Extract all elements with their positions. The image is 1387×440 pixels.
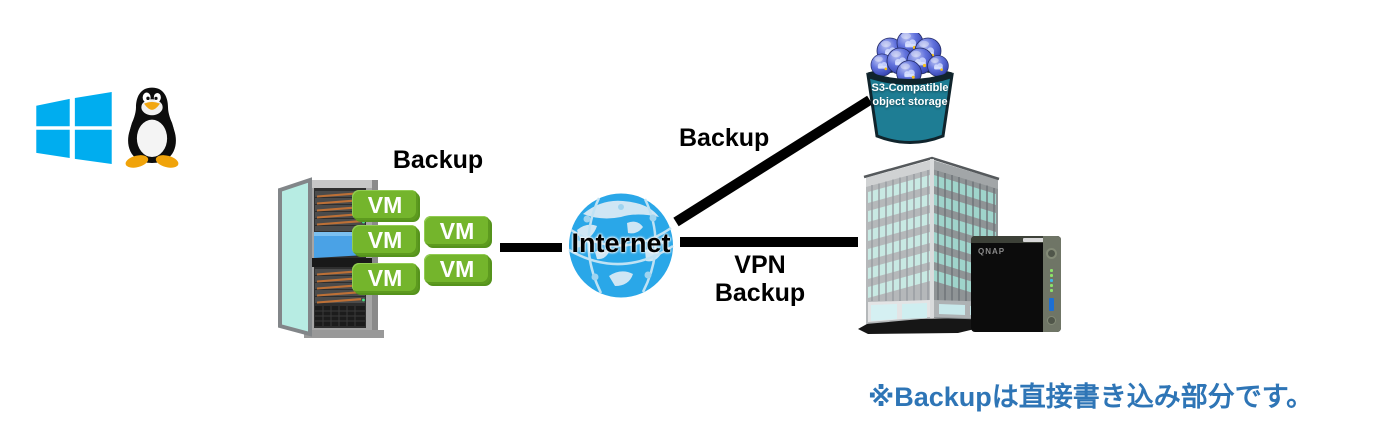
qnap-nas-icon: QNAP [971,236,1061,332]
nas-status-led [1050,284,1053,287]
vm-badge: VM [352,225,418,255]
nas-usb-port [1049,298,1054,311]
s3-backup-label: Backup [679,124,770,152]
vm-badge: VM [352,190,418,220]
tux-linux-icon [125,87,179,168]
nas-copy-button [1047,316,1056,325]
qnap-brand-label: QNAP [978,247,1006,256]
server-backup-label: Backup [392,146,484,174]
nas-top-handle [1023,238,1047,242]
link-internet-s3 [673,95,873,227]
vpn-label-line2: Backup [714,279,806,307]
nas-status-led [1050,274,1053,277]
nas-status-led [1050,279,1053,282]
link-server-internet [500,243,562,252]
nas-side-panel [1043,236,1061,332]
nas-status-led [1050,269,1053,272]
nas-power-button [1046,248,1057,259]
footnote: ※Backupは直接書き込み部分です。 [868,382,1314,412]
link-internet-building [680,237,858,247]
vm-badge: VM [424,216,490,246]
vpn-label-line1: VPN [734,251,786,279]
internet-globe-icon [568,193,674,298]
s3-bucket-icon: S3-Compatible object storage [862,33,958,147]
windows-logo-icon [36,92,112,164]
s3-bucket-label-line2: object storage [872,96,948,108]
vm-badge: VM [424,254,490,284]
internet-label: Internet [571,228,671,258]
s3-bucket-label-line1: S3-Compatible [871,82,949,94]
nas-top-vent [971,236,1061,243]
vpn-backup-label: VPN Backup [694,251,826,307]
vm-badge: VM [352,263,418,293]
nas-status-led [1050,289,1053,292]
s3-bucket-label: S3-Compatible object storage [862,81,958,109]
server-rack-icon [278,177,384,338]
